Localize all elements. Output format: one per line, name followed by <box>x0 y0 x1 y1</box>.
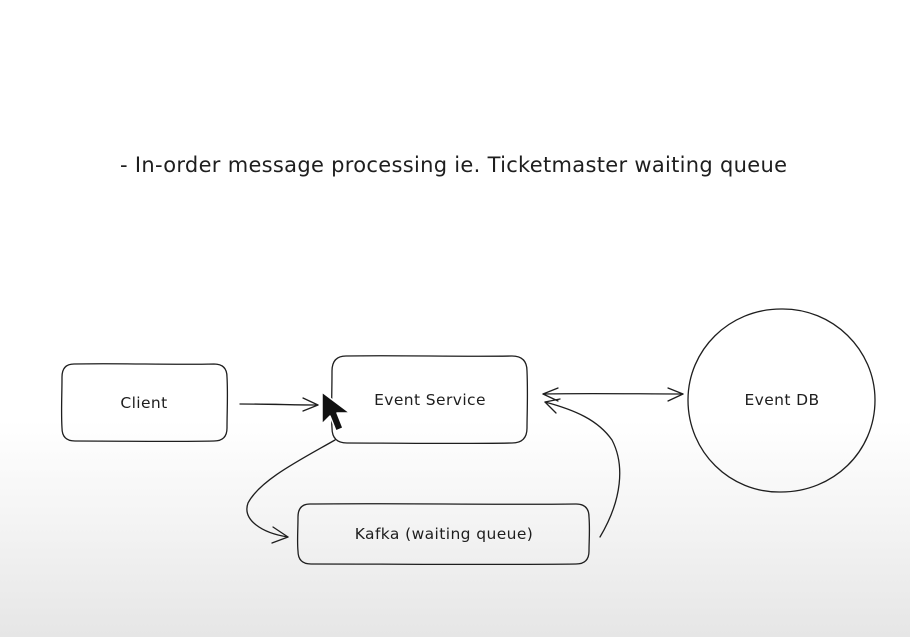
event-service-node: Event Service <box>330 355 529 445</box>
event-db-circle <box>687 308 876 493</box>
event-db-label: Event DB <box>744 391 819 409</box>
kafka-node: Kafka (waiting queue) <box>296 503 591 566</box>
client-label: Client <box>120 394 167 412</box>
kafka-box <box>296 503 591 566</box>
note-text: - In-order message processing ie. Ticket… <box>120 153 787 177</box>
arrow-client-to-event-service <box>239 397 319 412</box>
mouse-cursor-icon <box>321 391 351 432</box>
event-service-label: Event Service <box>374 391 486 409</box>
client-node: Client <box>60 363 229 443</box>
arrow-event-service-event-db <box>542 387 684 402</box>
event-db-node: Event DB <box>687 308 876 493</box>
arrow-kafka-to-event-service <box>544 398 621 538</box>
client-box <box>60 363 229 443</box>
kafka-label: Kafka (waiting queue) <box>355 525 533 543</box>
arrow-event-service-to-kafka <box>246 439 336 544</box>
